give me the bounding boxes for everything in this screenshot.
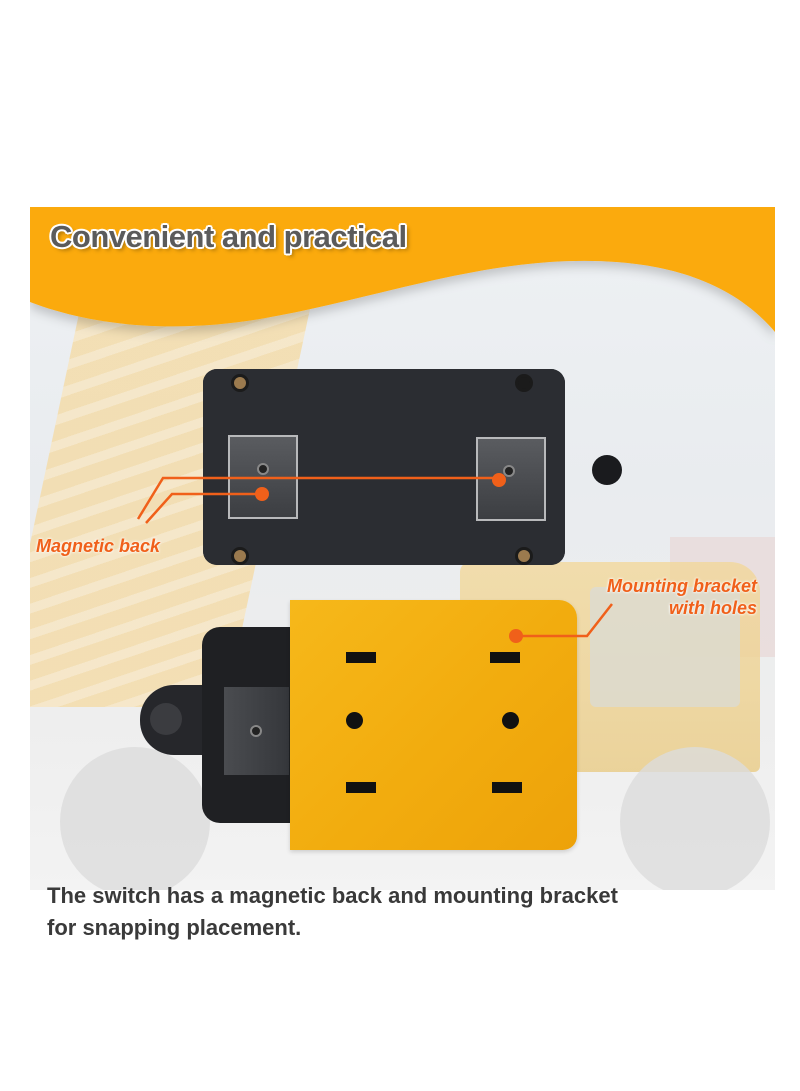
- screw-icon: [257, 463, 269, 475]
- truck-window-background: [590, 587, 740, 707]
- magnet-plate-icon: [476, 437, 546, 521]
- product-banner-panel: Convenient and practical: [30, 207, 775, 890]
- callout-mounting-bracket-line2: with holes: [668, 598, 757, 618]
- bracket-hole: [502, 712, 519, 729]
- caption-line-1: The switch has a magnetic back and mount…: [47, 883, 618, 908]
- corner-screw-icon: [231, 374, 249, 392]
- bracket-hole: [346, 712, 363, 729]
- bracket-slot: [490, 652, 520, 663]
- corner-screw-icon: [515, 374, 533, 392]
- truck-wheel-left: [60, 747, 210, 890]
- product-caption: The switch has a magnetic back and mount…: [47, 880, 747, 944]
- orange-wave-header: [30, 207, 775, 332]
- corner-screw-icon: [515, 547, 533, 565]
- callout-mounting-bracket: Mounting bracket with holes: [607, 575, 757, 619]
- caption-line-2: for snapping placement.: [47, 915, 302, 940]
- lug-hole: [150, 703, 182, 735]
- bracket-slot: [346, 652, 376, 663]
- callout-mounting-bracket-line1: Mounting bracket: [606, 576, 757, 596]
- screw-icon: [503, 465, 515, 477]
- screw-icon: [250, 725, 262, 737]
- bracket-slot: [492, 782, 522, 793]
- magnet-plate-icon: [228, 435, 298, 519]
- bracket-slot: [346, 782, 376, 793]
- mounting-bracket: [290, 600, 577, 850]
- truck-wheel-right: [620, 747, 770, 890]
- lug-hole: [592, 455, 622, 485]
- headline: Convenient and practical: [50, 219, 407, 254]
- corner-screw-icon: [231, 547, 249, 565]
- callout-magnetic-back: Magnetic back: [36, 536, 161, 556]
